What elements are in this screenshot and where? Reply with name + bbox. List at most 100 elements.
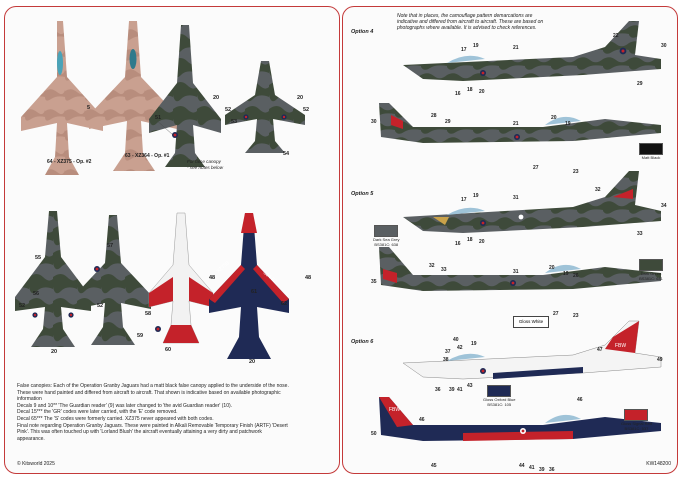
jet-side-option6-a: FBW: [402, 320, 662, 380]
jet-camo-upper-2: [75, 215, 151, 345]
decal-number: 62: [281, 301, 287, 307]
aircraft-caption: 63 - XZ364 - Op. #1: [125, 153, 170, 159]
decal-number: 39: [539, 467, 545, 473]
swatch-label: Gloss Oxford Blue: [483, 397, 516, 402]
note-line: For false canopy: [187, 159, 221, 164]
false-canopy-blue: [57, 51, 63, 75]
decal-sheet-left: XZ750 S94 FZ 5 51 20 52 53 20 52 54 55 5…: [4, 6, 340, 474]
svg-text:FBW: FBW: [615, 343, 626, 349]
decal-number: 58: [145, 311, 151, 317]
decal-number: 20: [249, 359, 255, 365]
decal-number: 28: [431, 113, 437, 119]
decal-number: 49: [657, 357, 663, 363]
option-label: Option 4: [351, 29, 374, 35]
decal-number: 33: [637, 231, 643, 237]
decal-number: 16: [455, 91, 461, 97]
swatch-label: Gloss Signal Red: [621, 421, 652, 426]
decal-number: 22: [613, 33, 619, 39]
decal-number: 61: [251, 289, 257, 295]
option-label: Option 5: [351, 191, 374, 197]
jet-side-option4-b: [379, 103, 661, 143]
decal-number: 19: [565, 121, 571, 127]
false-canopy-note: For false canopy - see notes below: [187, 159, 223, 170]
decal-number: 27: [553, 311, 559, 317]
decal-number: 48: [305, 275, 311, 281]
decal-number: 20: [213, 95, 219, 101]
decal-number: 17: [461, 47, 467, 53]
jet-xz364-upper: [89, 21, 177, 171]
decal-number: 41: [457, 387, 463, 393]
swatch-label: BS381C: 641: [639, 276, 663, 281]
decal-number: 18: [467, 237, 473, 243]
decal-number: 48: [209, 275, 215, 281]
jet-blue-red-upper: XZ750 S94 FZ: [209, 213, 289, 359]
note-line: information: [17, 396, 42, 403]
decal-number: 43: [467, 383, 473, 389]
svg-text:XZ750: XZ750: [215, 260, 230, 274]
decal-number: 45: [431, 463, 437, 469]
note-line: Decal 65*** The 'S' codes were formerly …: [17, 415, 214, 422]
decal-number: 46: [577, 397, 583, 403]
jet-side-option5-b: [379, 247, 661, 291]
note-line: appearance.: [17, 435, 45, 442]
decal-number: 18: [467, 87, 473, 93]
swatch-label: BS381C: 537: [624, 426, 649, 431]
note-line: These were hand painted and differed fro…: [17, 389, 281, 396]
decal-number: 17: [461, 197, 467, 203]
canopy: [447, 55, 485, 63]
swatch-dark-sea-grey: Dark Sea Grey BS381C: 638: [373, 225, 399, 247]
decal-number: 35: [371, 279, 377, 285]
decal-number: 42: [457, 345, 463, 351]
jet-side-option6-b: FBW: [379, 397, 661, 441]
note-line: Decals 9 and 10** 'The Guardian reader' …: [17, 402, 233, 409]
decal-number: 30: [661, 43, 667, 49]
decal-number: 36: [549, 467, 555, 473]
decal-number: 37: [445, 349, 451, 355]
decal-number: 32: [595, 187, 601, 193]
decal-number: 33: [441, 267, 447, 273]
decal-number: 47: [597, 347, 603, 353]
decal-number: 19: [471, 341, 477, 347]
decal-number: 23: [573, 169, 579, 175]
swatch-gloss-oxford-blue: Gloss Oxford Blue BS381C: 105: [483, 385, 515, 407]
decal-number: 19: [473, 43, 479, 49]
decal-number: 36: [435, 387, 441, 393]
swatch-gloss-white: Gloss White: [513, 316, 549, 328]
decal-number: 44: [519, 463, 525, 469]
camouflage-note: Note that in places, the camouflage patt…: [397, 13, 544, 32]
decal-number: 23: [573, 313, 579, 319]
jet-xz375-underside: [21, 21, 103, 175]
swatch-label: BS381C: 105: [487, 402, 512, 407]
decal-number: 21: [513, 45, 519, 51]
decal-number: 41: [529, 465, 535, 471]
decal-number: 20: [551, 115, 557, 121]
jet-side-option4-a: [403, 21, 661, 81]
decal-number: 27: [533, 165, 539, 171]
aircraft-caption: 64 - XZ375 - Op. #2: [47, 159, 92, 165]
decal-number: 59: [137, 333, 143, 339]
decal-number: 56: [33, 291, 39, 297]
decal-number: 60: [165, 347, 171, 353]
note-line: Pink'. This was often touched up with 'L…: [17, 429, 262, 436]
decal-number: 5: [87, 105, 90, 111]
notes-block: False canopies: Each of the Operation Gr…: [17, 383, 329, 442]
decal-number: 39: [449, 387, 455, 393]
jet-camo-upper-1: [149, 25, 221, 167]
decal-number: 53: [231, 119, 237, 125]
decal-number: 31: [513, 195, 519, 201]
decal-number: 20: [51, 349, 57, 355]
decal-number: 57: [107, 243, 113, 249]
jet-camo-underside-1: [225, 61, 305, 153]
decal-number: 19: [563, 271, 569, 277]
svg-text:FBW: FBW: [389, 407, 400, 413]
decal-number: 20: [549, 265, 555, 271]
decal-number: 20: [297, 95, 303, 101]
copyright: © Kitsworld 2025: [17, 461, 55, 467]
decal-sheet-right: FBW FBW 17 19 21 22 30 29 16 18 20 30 28…: [342, 6, 678, 474]
decal-number: 26: [573, 273, 579, 279]
note-line: Decal 15*** the 'GR' codes were later ca…: [17, 409, 178, 416]
decal-number: 52: [97, 303, 103, 309]
swatch-matt-black: Matt Black: [639, 143, 663, 160]
decal-number: 31: [513, 269, 519, 275]
swatch-dark-green: Dark Green BS381C: 641: [639, 259, 663, 281]
